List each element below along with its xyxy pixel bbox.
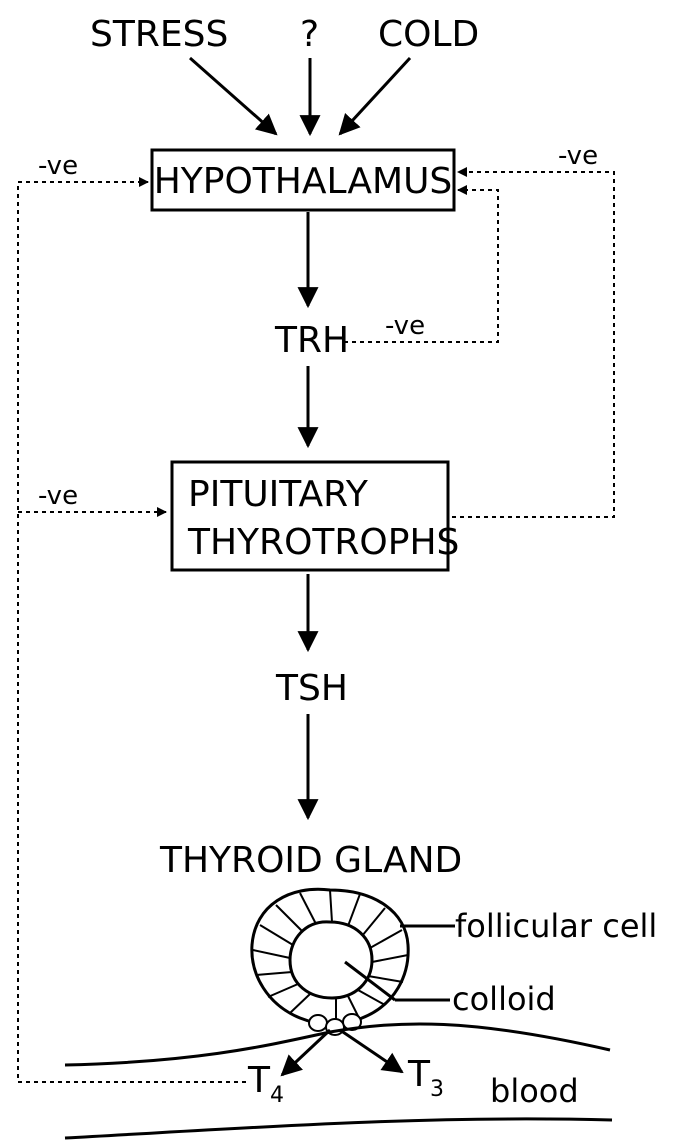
input-cold: COLD	[378, 14, 479, 55]
feedback-label-left-mid: -ve	[38, 481, 78, 511]
t4-label: T4	[247, 1060, 284, 1108]
thyroid-follicle	[252, 889, 408, 1035]
blood-vessel-lower-wall	[65, 1119, 612, 1138]
colloid-label: colloid	[452, 980, 556, 1018]
follicular-cell-label: follicular cell	[455, 907, 657, 945]
blood-label: blood	[490, 1072, 579, 1110]
t3-arrow	[340, 1030, 402, 1072]
feedback-label-left-top: -ve	[38, 151, 78, 181]
input-unknown: ?	[300, 14, 319, 55]
cold-arrow	[340, 58, 410, 134]
feedback-line-left-top	[18, 182, 246, 1082]
input-stress: STRESS	[90, 14, 228, 55]
pituitary-label-line1: PITUITARY	[188, 474, 369, 515]
feedback-label-trh: -ve	[385, 311, 425, 341]
thyroid-gland-label: THYROID GLAND	[159, 840, 462, 881]
blood-vessel-upper-wall	[65, 1024, 610, 1065]
feedback-label-right-top: -ve	[558, 141, 598, 171]
t3-label: T3	[407, 1054, 444, 1102]
hypothalamus-label: HYPOTHALAMUS	[154, 161, 453, 202]
stress-arrow	[190, 58, 276, 134]
trh-label: TRH	[274, 320, 349, 361]
feedback-line-right	[452, 172, 614, 517]
tsh-label: TSH	[275, 668, 348, 709]
pituitary-label-line2: THYROTROPHS	[187, 522, 459, 563]
